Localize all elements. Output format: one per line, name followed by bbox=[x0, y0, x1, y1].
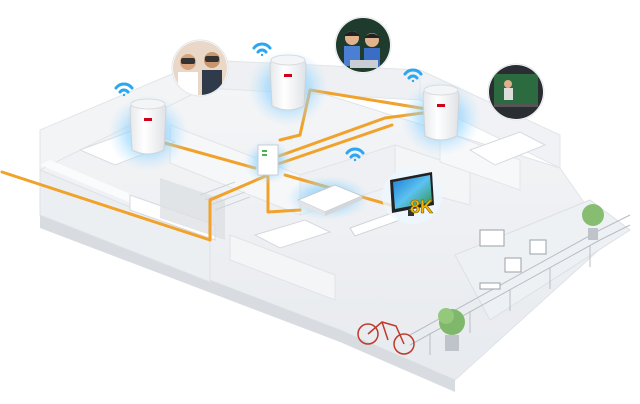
video-lecture-photo bbox=[487, 63, 545, 121]
wifi-icon bbox=[345, 147, 365, 162]
plant-corner bbox=[582, 204, 604, 240]
balcony-floor bbox=[454, 199, 631, 321]
wifi-icon bbox=[252, 42, 272, 57]
wifi-signals bbox=[114, 42, 423, 162]
tv-screen-icon bbox=[382, 168, 442, 224]
balcony-furniture bbox=[479, 229, 547, 290]
mesh-router-right bbox=[401, 80, 481, 156]
balcony-railing bbox=[409, 214, 631, 355]
fiber-mid-run-2 bbox=[273, 123, 394, 167]
main-gateway bbox=[286, 176, 370, 220]
children-laptop-photo bbox=[334, 16, 392, 74]
plant-balcony bbox=[438, 308, 465, 351]
bicycle bbox=[357, 321, 415, 355]
wifi-icon bbox=[114, 82, 134, 97]
fiber-to-wallbox bbox=[208, 173, 270, 242]
slab-front-edge bbox=[40, 215, 455, 392]
optical-terminal-icon bbox=[257, 144, 279, 176]
vr-users-photo bbox=[171, 39, 229, 97]
sofa bbox=[468, 131, 547, 166]
wall-terminal bbox=[244, 140, 292, 184]
interior-wall-e bbox=[229, 234, 336, 301]
mesh-router-left bbox=[108, 95, 188, 171]
wifi-icon bbox=[403, 68, 423, 83]
mesh-router-center bbox=[248, 50, 328, 126]
fiber-incoming bbox=[0, 170, 212, 242]
tv-8k-badge: 8K bbox=[410, 197, 433, 217]
living-table bbox=[253, 219, 332, 249]
